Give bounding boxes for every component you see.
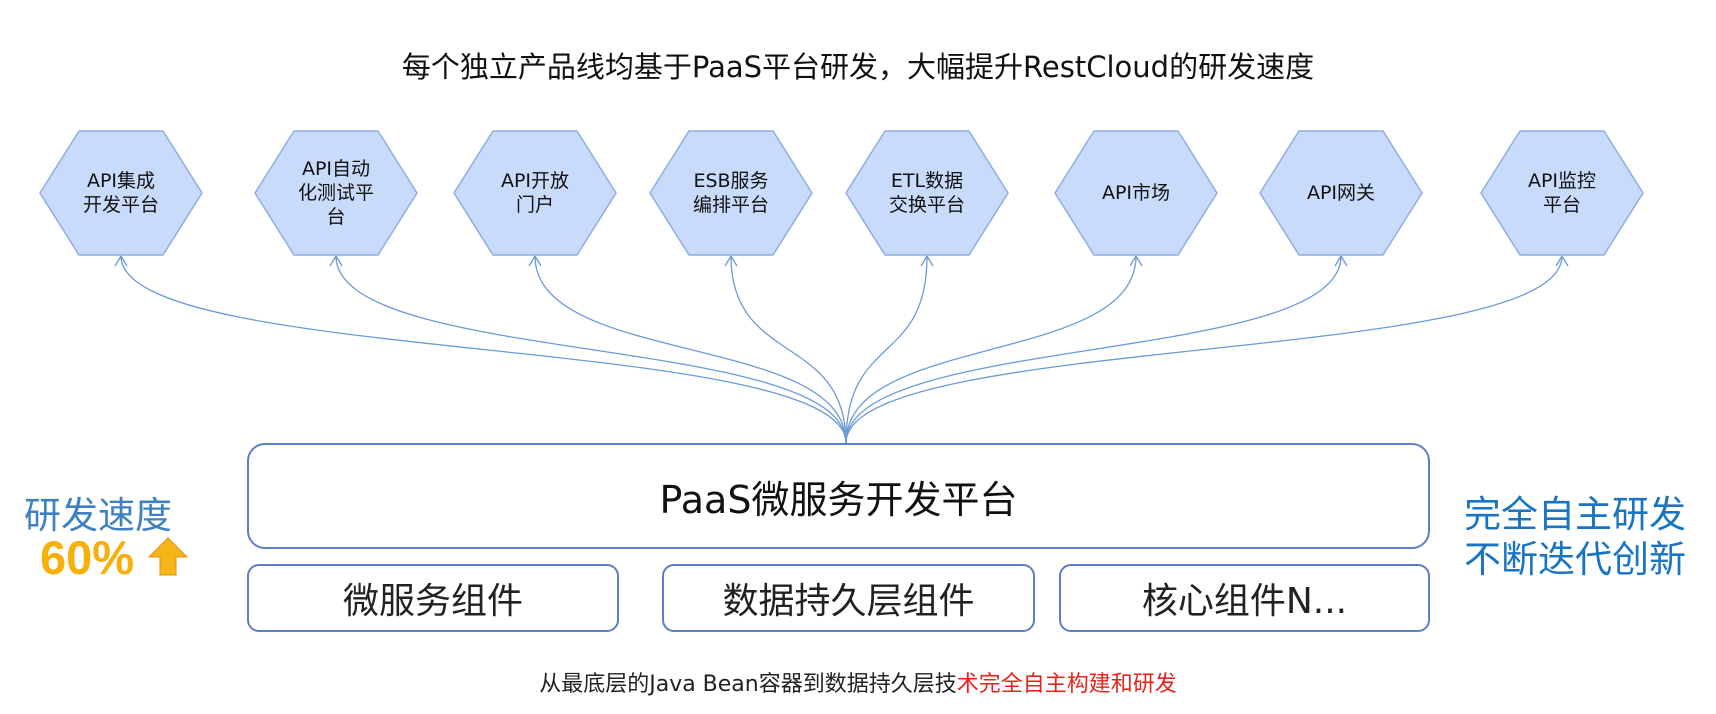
component-label: 数据持久层组件 — [722, 581, 975, 622]
product-hex-api-gateway: API网关 — [1258, 130, 1424, 256]
up-arrow-icon — [148, 537, 188, 576]
speed-value: 60% — [40, 531, 135, 584]
product-label: API市场 — [1101, 182, 1171, 204]
hexagon-shape — [453, 130, 617, 256]
connector-curve — [335, 255, 847, 444]
hexagon-shape — [254, 130, 418, 256]
product-label: API监控平台 — [1527, 170, 1597, 216]
component-label: 核心组件N... — [1141, 581, 1348, 622]
connector-arrowhead — [1334, 254, 1348, 267]
product-hex-api-monitor: API监控平台 — [1479, 130, 1645, 256]
connector-arrowhead — [114, 254, 128, 267]
component-microservice: 微服务组件 — [247, 564, 619, 632]
connector-curve — [845, 255, 1342, 444]
speed-label: 研发速度 — [24, 494, 172, 537]
right-note-line: 不断迭代创新 — [1464, 538, 1686, 581]
connector-arrowhead — [724, 254, 738, 267]
hexagon-shape — [845, 130, 1009, 256]
footer-caption: 从最底层的Java Bean容器到数据持久层技术完全自主构建和研发 — [0, 666, 1716, 698]
product-label: API网关 — [1306, 182, 1376, 204]
hexagon-shape — [39, 130, 203, 256]
right-note-line: 完全自主研发 — [1464, 493, 1686, 536]
product-hex-etl: ETL数据交换平台 — [844, 130, 1010, 256]
footer-highlight: 术完全自主构建和研发 — [956, 672, 1177, 697]
product-label: ETL数据交换平台 — [888, 170, 965, 216]
component-label: 微服务组件 — [342, 581, 523, 622]
connector-arrowhead — [1129, 254, 1143, 267]
connector-arrowhead — [920, 254, 934, 267]
platform-label: PaaS微服务开发平台 — [659, 477, 1018, 522]
page-title: 每个独立产品线均基于PaaS平台研发，大幅提升RestCloud的研发速度 — [401, 50, 1315, 84]
component-persistence: 数据持久层组件 — [662, 564, 1035, 632]
connector-curve — [120, 255, 847, 444]
connector-curve — [845, 255, 928, 444]
product-label: API集成开发平台 — [82, 170, 159, 216]
product-hex-esb: ESB服务编排平台 — [648, 130, 814, 256]
hexagon-shape — [1480, 130, 1644, 256]
connector-curve — [534, 255, 847, 444]
product-hex-api-portal: API开放门户 — [452, 130, 618, 256]
product-hex-api-market: API市场 — [1053, 130, 1219, 256]
right-note: 完全自主研发 不断迭代创新 — [1464, 492, 1686, 582]
connector-curve — [845, 255, 1563, 444]
connector-arrowhead — [528, 254, 542, 267]
hexagon-shape — [1259, 130, 1423, 256]
connector-curve — [730, 255, 847, 444]
connector-curve — [845, 255, 1137, 444]
component-core: 核心组件N... — [1059, 564, 1430, 632]
hexagon-shape — [1054, 130, 1218, 256]
product-label: API开放门户 — [500, 170, 570, 216]
connector-arrowhead — [1555, 254, 1569, 267]
footer-text: 从最底层的Java Bean容器到数据持久层技 — [539, 672, 957, 697]
connector-arrowhead — [329, 254, 343, 267]
product-label: ESB服务编排平台 — [692, 170, 769, 216]
product-hex-api-integration: API集成开发平台 — [38, 130, 204, 256]
hexagon-shape — [649, 130, 813, 256]
product-hex-api-testing: API自动化测试平台 — [253, 130, 419, 256]
product-label: API自动化测试平台 — [297, 158, 374, 228]
paas-platform-box: PaaS微服务开发平台 — [247, 443, 1430, 549]
